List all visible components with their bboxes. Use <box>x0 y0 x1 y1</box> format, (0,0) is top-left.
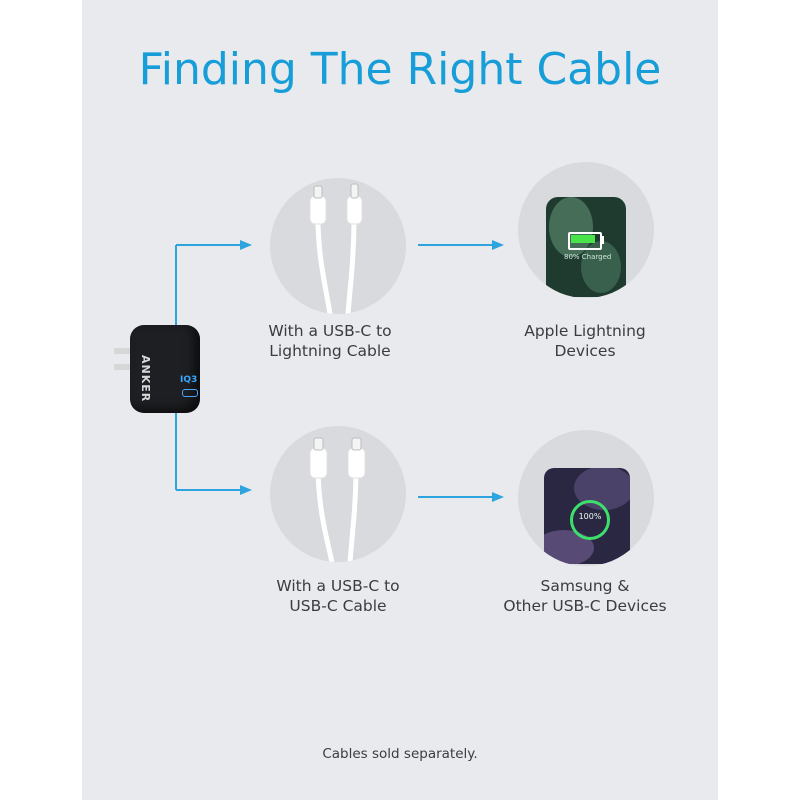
usb-c-to-usb-c-cable-icon <box>309 437 366 562</box>
lightning-cable-circle <box>270 178 406 314</box>
device-screen-text-samsung: 100% <box>578 512 602 521</box>
usbc-cable-circle <box>270 426 406 562</box>
apple-device-circle: 80% Charged <box>518 162 654 298</box>
charger-prong-bottom <box>114 364 132 370</box>
samsung-phone-image: 100% <box>544 468 630 564</box>
page-title: Finding The Right Cable <box>138 44 662 95</box>
arrowhead-top-cable <box>240 240 252 250</box>
footer-note: Cables sold separately. <box>322 746 478 762</box>
charger-iq-mark: IQ3 <box>180 375 198 385</box>
arrowhead-bottom-device <box>492 492 504 502</box>
charger-image: ANKER IQ3 <box>110 320 200 420</box>
charger-body: ANKER IQ3 <box>130 325 200 413</box>
iphone-image: 80% Charged <box>546 197 626 297</box>
arrowhead-bottom-cable <box>240 485 252 495</box>
cable-label-lightning: With a USB-C to Lightning Cable <box>268 322 392 360</box>
usb-c-port-icon <box>182 389 198 397</box>
charger-prong-top <box>114 348 132 354</box>
device-label-samsung: Samsung & Other USB-C Devices <box>503 577 667 615</box>
samsung-device-circle: 100% <box>518 430 654 566</box>
charger-brand: ANKER <box>139 355 152 403</box>
battery-icon <box>568 232 602 250</box>
arrowhead-top-device <box>492 240 504 250</box>
usb-c-to-lightning-cable-icon <box>309 183 363 314</box>
device-screen-text-apple: 80% Charged <box>564 253 612 261</box>
cable-label-usbc: With a USB-C to USB-C Cable <box>276 577 400 615</box>
charging-ring-icon <box>570 500 610 540</box>
device-label-apple: Apple Lightning Devices <box>524 322 646 360</box>
